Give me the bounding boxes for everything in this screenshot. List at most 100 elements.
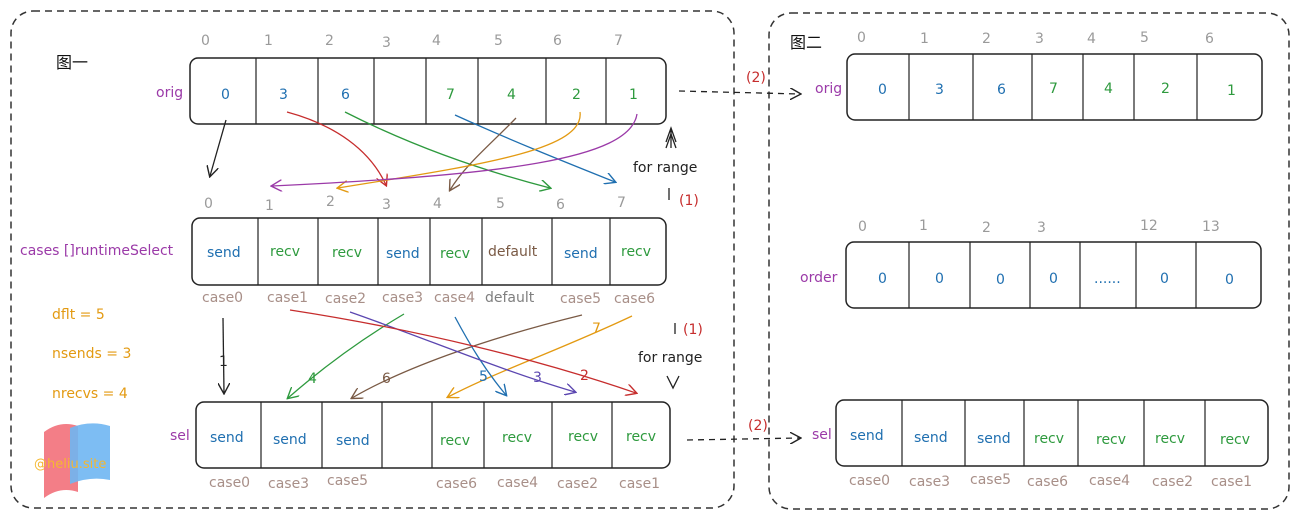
- f1-cases-index: 5: [496, 196, 505, 212]
- arrow-orig4: [450, 117, 517, 190]
- f1-orig-cell: 4: [507, 87, 516, 103]
- f2-order-label: order: [800, 270, 838, 286]
- f1-case-label: case1: [267, 290, 308, 306]
- f1-orig-cell: 0: [221, 87, 230, 103]
- arrow-orig7: [454, 114, 615, 182]
- f1-sel-case-label: case0: [209, 475, 250, 491]
- for-range-text: for range: [633, 160, 697, 176]
- f1-cases-index: 2: [326, 194, 335, 210]
- f1-sel-case-label: case5: [327, 473, 368, 489]
- f1-orig-indices: 0 1 2 3 4 5 6 7: [201, 33, 623, 51]
- f1-orig-cell: 7: [446, 87, 455, 103]
- step-1-label: (1): [683, 322, 703, 338]
- f2-sel-array: send send send recv recv recv recv: [835, 399, 1269, 467]
- f2-sel-case-label: case0: [849, 473, 890, 489]
- f1-orig-cell: 2: [572, 87, 581, 103]
- f2-order-cell: 0: [935, 271, 944, 287]
- nrecvs-value: nrecvs = 4: [52, 386, 128, 402]
- f2-order-cell: ......: [1094, 271, 1121, 287]
- arrow-case4: [454, 316, 506, 395]
- figure1-frame: [10, 10, 735, 509]
- f1-orig-array: 0 3 6 7 4 2 1: [189, 57, 667, 125]
- f1-cases-index: 4: [433, 196, 442, 212]
- f2-orig-cell: 0: [878, 82, 887, 98]
- f1-orig-to-cases-arrows: [210, 111, 638, 190]
- f1-sel-case-label: case1: [619, 476, 660, 492]
- f1-sel-cell: recv: [626, 429, 656, 445]
- link-sel-to-fig2: [686, 438, 800, 440]
- f2-order-array: 0 0 0 0 ...... 0 0: [845, 241, 1262, 309]
- f1-case-label: case2: [325, 291, 366, 307]
- f2-sel-cell: recv: [1096, 432, 1126, 448]
- f2-orig-cell: 4: [1104, 81, 1113, 97]
- f1-orig-index: 6: [553, 33, 562, 49]
- f2-order-index: 13: [1202, 219, 1220, 235]
- f1-sel-case-label: case4: [497, 475, 538, 491]
- f2-orig-index: 0: [857, 30, 866, 46]
- f1-orig-cell: 6: [341, 87, 350, 103]
- f1-sel-cell: recv: [502, 430, 532, 446]
- f1-sel-array: send send send recv recv recv recv: [195, 401, 671, 469]
- f2-orig-label: orig: [815, 81, 842, 97]
- arrow-number: 2: [580, 368, 589, 384]
- f1-orig-index: 2: [325, 33, 334, 49]
- f2-orig-cell: 3: [935, 82, 944, 98]
- f1-orig-index: 1: [264, 33, 273, 49]
- f2-sel-case-label: case2: [1152, 474, 1193, 490]
- f2-sel-label: sel: [812, 427, 832, 443]
- dflt-value: dflt = 5: [52, 307, 105, 323]
- figure2-frame: [768, 12, 1290, 510]
- f1-sel-cell: send: [273, 432, 307, 448]
- f1-cases-array: send recv recv send recv default send re…: [191, 217, 667, 286]
- f1-cases-cell: recv: [332, 245, 362, 261]
- f1-sel-cell: send: [210, 430, 244, 446]
- f1-cases-index: 1: [265, 198, 274, 214]
- step-2-label: (2): [746, 70, 766, 86]
- f1-cases-cell: send: [564, 246, 598, 262]
- arrow-number: 1: [219, 354, 228, 370]
- f1-orig-index: 5: [494, 33, 503, 49]
- f1-cases-cell: send: [207, 245, 241, 261]
- f1-cases-index: 6: [556, 197, 565, 213]
- f2-order-cell: 0: [1049, 271, 1058, 287]
- f1-case-label: case4: [434, 290, 475, 306]
- f2-orig-cell: 2: [1161, 81, 1170, 97]
- arrow-case2: [349, 311, 575, 392]
- arrow-number: 7: [592, 321, 601, 337]
- f1-cases-cell: recv: [270, 244, 300, 260]
- f2-order-index: 2: [982, 220, 991, 236]
- f1-sel-case-labels: case0 case3 case5 case6 case4 case2 case…: [209, 473, 660, 492]
- figure1-title: 图一: [56, 53, 88, 72]
- arrow-orig6: [344, 111, 550, 188]
- f1-cases-label: cases []runtimeSelect: [20, 243, 174, 259]
- watermark-logo: @heliu.site: [34, 423, 110, 498]
- f2-orig-array: 0 3 6 7 4 2 1: [846, 53, 1263, 121]
- f1-cases-to-sel-arrows: [223, 309, 636, 398]
- f2-sel-case-label: case5: [970, 472, 1011, 488]
- f1-case-label: default: [485, 290, 535, 306]
- f2-orig-cell: 1: [1227, 83, 1236, 99]
- f1-cases-cell: recv: [621, 244, 651, 260]
- f2-order-cell: 0: [996, 272, 1005, 288]
- f1-sel-case-label: case3: [268, 476, 309, 492]
- f1-case-label: case3: [382, 290, 423, 306]
- f2-sel-cell: recv: [1220, 432, 1250, 448]
- f1-cases-case-labels: case0 case1 case2 case3 case4 default ca…: [202, 290, 655, 307]
- f2-order-index: 12: [1140, 218, 1158, 234]
- arrow-number: 6: [382, 371, 391, 387]
- f1-orig-index: 0: [201, 33, 210, 49]
- f2-sel-cell: send: [977, 431, 1011, 447]
- arrow-number: 4: [308, 371, 317, 387]
- f2-order-cell: 0: [1160, 271, 1169, 287]
- f1-for-range-top: for range (1): [633, 126, 699, 209]
- f2-sel-cell: recv: [1155, 431, 1185, 447]
- f2-sel-case-label: case4: [1089, 473, 1130, 489]
- f1-cases-index: 0: [204, 196, 213, 212]
- f2-orig-index: 1: [920, 31, 929, 47]
- f2-order-index: 3: [1037, 220, 1046, 236]
- link-orig-to-fig2: [678, 91, 800, 94]
- arrow-number: 3: [533, 370, 542, 386]
- f2-sel-case-label: case1: [1211, 474, 1252, 490]
- f1-cases-cell: default: [488, 244, 538, 260]
